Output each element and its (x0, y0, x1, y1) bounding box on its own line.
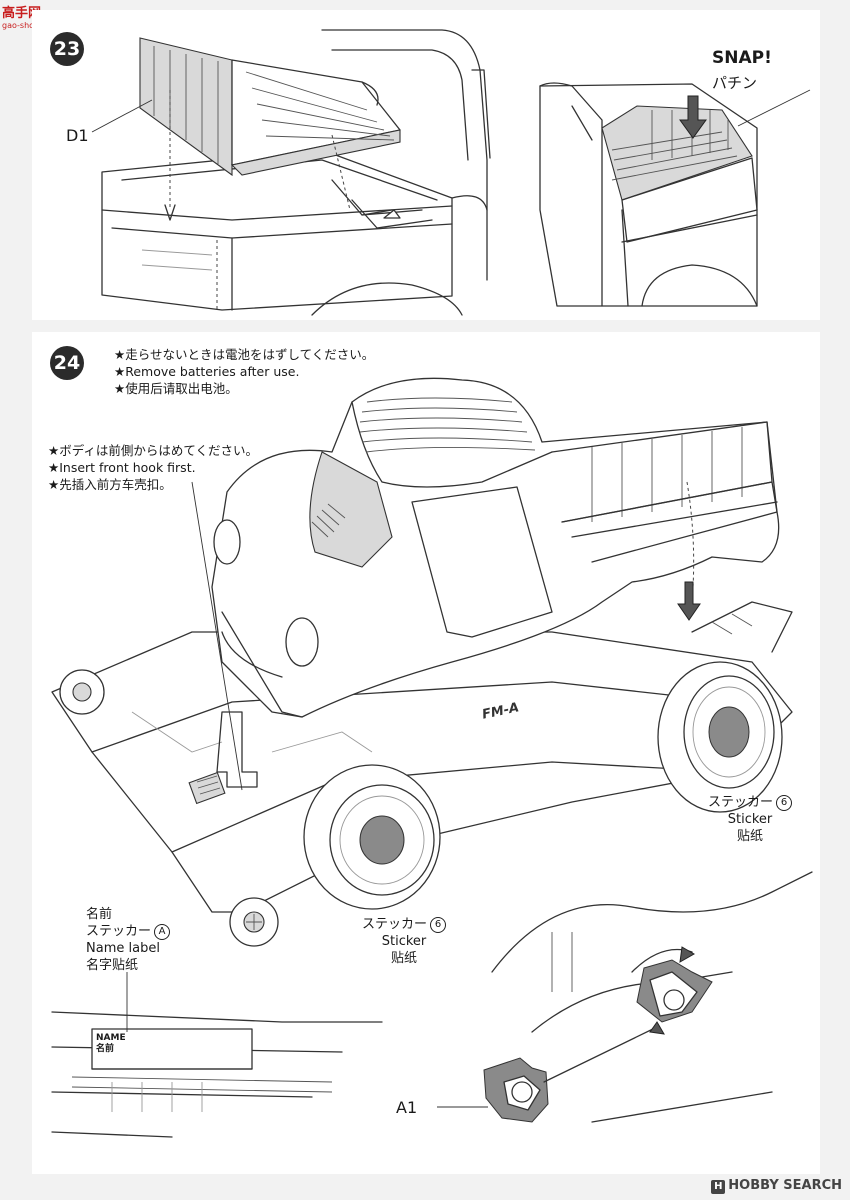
hobby-search-text: HOBBY SEARCH (728, 1178, 842, 1193)
snap-label-en: SNAP! (712, 48, 772, 68)
front-hook-detail (191, 481, 258, 791)
site-logo-text: 高手网 (2, 6, 42, 21)
battery-note-jp: ★走らせないときは電池をはずしてください。 (114, 347, 375, 362)
front-wheel-drawing (303, 764, 441, 910)
hook-note: ★ボディは前側からはめてください。 ★Insert front hook fir… (48, 442, 258, 493)
site-logo-sub: gao-shou.com (2, 21, 59, 30)
sticker-center-zh: 贴纸 (391, 951, 418, 966)
hobby-search-icon: H (711, 1180, 726, 1194)
snap-label-jp: パチン (712, 74, 758, 92)
part-d1-drawing (91, 37, 401, 221)
name-label-inset (51, 972, 383, 1138)
part-a1-inset (437, 871, 813, 1123)
battery-note-en: ★Remove batteries after use. (114, 364, 300, 379)
truck-rear-drawing (101, 29, 491, 316)
part-label-d1: D1 (66, 126, 89, 145)
rear-wheel-drawing (657, 661, 783, 813)
sticker-center-num: 6 (430, 916, 447, 933)
sticker-right-num: 6 (776, 794, 793, 811)
step-23-diagram (91, 29, 811, 316)
step-23-panel: 23 D1 SNAP! パチン (32, 10, 820, 320)
step-24-diagram (51, 377, 813, 1138)
label-card-line2: 名前 (96, 1044, 115, 1054)
name-label-en: Name label (86, 941, 160, 956)
truck-body-drawing (211, 377, 780, 718)
label-card-line1: NAME (96, 1033, 126, 1043)
part-label-a1: A1 (396, 1098, 418, 1117)
sticker-center-jp: ステッカー (362, 917, 428, 932)
step-number-badge: 23 (50, 32, 84, 66)
step-number-badge: 24 (50, 346, 84, 380)
sticker-right-jp: ステッカー (708, 795, 774, 810)
name-label-letter: A (154, 923, 171, 940)
truck-rear-snapped-drawing (539, 82, 811, 307)
name-label-jp2: ステッカー (86, 924, 152, 939)
site-logo: 高手网 gao-shou.com (2, 2, 59, 30)
label-card-text: NAME 名前 (96, 1033, 126, 1055)
sticker-6-center-mark (359, 815, 405, 865)
step-24-panel: 24 ★走らせないときは電池をはずしてください。 ★Remove batteri… (32, 332, 820, 1174)
sticker-6-right-mark (708, 706, 750, 758)
sticker-right-zh: 贴纸 (737, 829, 764, 844)
hook-note-jp: ★ボディは前側からはめてください。 (48, 443, 258, 458)
name-label-jp1: 名前 (86, 907, 113, 922)
battery-note-zh: ★使用后请取出电池。 (114, 381, 238, 396)
name-label-zh: 名字贴纸 (86, 958, 139, 973)
sticker-right-en: Sticker (727, 812, 773, 827)
battery-note: ★走らせないときは電池をはずしてください。 ★Remove batteries … (114, 346, 374, 397)
chassis-drawing (51, 601, 793, 947)
hook-note-en: ★Insert front hook first. (48, 460, 196, 475)
hook-note-zh: ★先插入前方车壳扣。 (48, 477, 172, 492)
sticker-center-en: Sticker (381, 934, 427, 949)
